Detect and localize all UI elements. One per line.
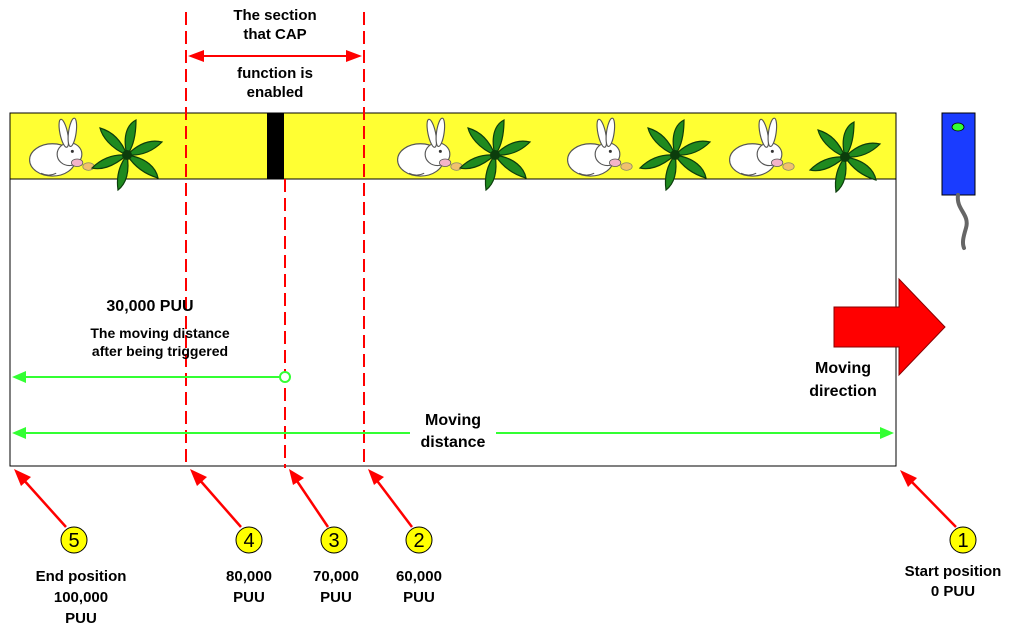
trigger-mark bbox=[267, 113, 284, 179]
direction-arrow-icon bbox=[833, 277, 946, 377]
moving-distance-label: Moving distance bbox=[403, 410, 503, 454]
marker-2-line2: PUU bbox=[403, 589, 435, 606]
svg-text:5: 5 bbox=[68, 530, 79, 552]
moving-direction-label: Moving direction bbox=[788, 357, 898, 403]
marker-1-line1: Start position bbox=[904, 563, 1002, 580]
marker-4-line2: PUU bbox=[233, 589, 265, 606]
marker-3-line1: 70,000 bbox=[313, 568, 359, 585]
marker-5: 5 bbox=[60, 526, 88, 554]
svg-text:1: 1 bbox=[957, 530, 968, 552]
pointer-arrow-1 bbox=[900, 470, 957, 528]
cap-section-line1: The section bbox=[233, 7, 317, 24]
moving-distance-line1: Moving bbox=[425, 412, 481, 429]
marker-2-line1: 60,000 bbox=[396, 568, 442, 585]
svg-text:2: 2 bbox=[413, 530, 424, 552]
marker-5-line3: PUU bbox=[65, 610, 97, 627]
sensor-icon bbox=[941, 112, 976, 250]
marker-3: 3 bbox=[320, 526, 348, 554]
moving-direction-line1: Moving bbox=[815, 360, 871, 377]
triggered-distance-value: 30,000 PUU bbox=[106, 298, 194, 315]
marker-1-line2: 0 PUU bbox=[930, 583, 976, 600]
marker-2: 2 bbox=[405, 526, 433, 554]
marker-4-line1: 80,000 bbox=[226, 568, 272, 585]
cap-section-label-2: that CAP bbox=[195, 25, 355, 44]
pointer-arrow-5 bbox=[14, 469, 67, 528]
triggered-desc-line1: The moving distance bbox=[90, 325, 230, 341]
marker-3-line2: PUU bbox=[320, 589, 352, 606]
svg-text:4: 4 bbox=[243, 530, 254, 552]
marker-5-line2: 100,000 bbox=[53, 589, 109, 606]
marker-2-label: 60,000 PUU bbox=[384, 566, 454, 608]
cap-section-line4: enabled bbox=[246, 84, 304, 101]
marker-1: 1 bbox=[949, 526, 977, 554]
moving-distance-arrow bbox=[12, 427, 894, 439]
cap-section-label-3: function is enabled bbox=[195, 64, 355, 102]
cap-section-arrow bbox=[188, 50, 362, 62]
marker-4-label: 80,000 PUU bbox=[214, 566, 284, 608]
triggered-desc-line2: after being triggered bbox=[91, 343, 229, 359]
marker-1-label: Start position 0 PUU bbox=[880, 562, 1026, 602]
marker-4: 4 bbox=[235, 526, 263, 554]
svg-text:3: 3 bbox=[328, 530, 339, 552]
moving-distance-line2: distance bbox=[420, 434, 486, 451]
moving-direction-line2: direction bbox=[809, 383, 877, 400]
marker-3-label: 70,000 PUU bbox=[301, 566, 371, 608]
pointer-arrow-4 bbox=[190, 469, 242, 528]
triggered-distance-arrow bbox=[12, 371, 291, 383]
cap-section-label: The section bbox=[195, 6, 355, 25]
triggered-distance-desc: The moving distance after being triggere… bbox=[30, 324, 290, 360]
cap-section-line2: that CAP bbox=[243, 26, 307, 43]
cap-section-line3: function is bbox=[237, 65, 313, 82]
marker-5-label: End position 100,000 PUU bbox=[14, 566, 148, 629]
marker-5-line1: End position bbox=[35, 568, 127, 585]
pointer-arrow-3 bbox=[289, 469, 330, 528]
pointer-arrow-2 bbox=[368, 469, 413, 528]
